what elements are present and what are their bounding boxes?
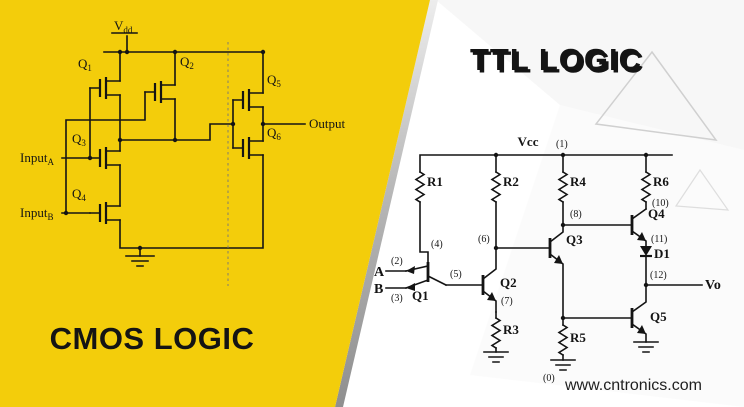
ground-symbol-r5 xyxy=(550,359,576,371)
ttl-wiring xyxy=(385,154,703,361)
mosfet-q6 xyxy=(232,137,264,159)
ttl-node-3: (3) xyxy=(391,293,403,304)
background-facets xyxy=(436,0,744,407)
vo-label: Vo xyxy=(705,278,721,293)
ttl-node-12: (12) xyxy=(650,270,667,281)
ttl-node-4: (4) xyxy=(431,239,443,250)
ttl-input-b-label: B xyxy=(374,282,383,297)
ttl-node-0: (0) xyxy=(543,373,555,384)
ttl-q2-label: Q2 xyxy=(500,275,517,290)
mosfet-q4 xyxy=(89,202,121,224)
cmos-junction-dots xyxy=(63,49,266,251)
cmos-q5-label: Q5 xyxy=(267,72,281,89)
cmos-q1-label: Q1 xyxy=(78,56,92,73)
ttl-node-8: (8) xyxy=(570,209,582,220)
r4-label: R4 xyxy=(570,174,586,189)
ttl-node-10: (10) xyxy=(652,198,669,209)
cmos-q2-label: Q2 xyxy=(180,54,194,71)
r3-label: R3 xyxy=(503,322,519,337)
mosfet-q5 xyxy=(232,89,264,111)
cmos-ground-symbol xyxy=(125,255,155,267)
watermark-text: www.cntronics.com xyxy=(564,377,702,394)
ttl-q5-label: Q5 xyxy=(650,309,667,324)
input-a-label: InputA xyxy=(20,150,54,167)
ttl-node-7: (7) xyxy=(501,296,513,307)
cmos-q4-label: Q4 xyxy=(72,186,86,203)
r6-label: R6 xyxy=(653,174,669,189)
ground-symbol-q5 xyxy=(633,341,659,353)
triangle-outline-small xyxy=(674,168,730,211)
ttl-title-shadow: TTL LOGIC xyxy=(473,45,645,80)
ttl-node-6: (6) xyxy=(478,234,490,245)
r5-label: R5 xyxy=(570,330,586,345)
ttl-input-a-label: A xyxy=(374,265,385,280)
triangle-outline-large xyxy=(594,50,718,141)
bjt-q1 xyxy=(404,262,448,291)
ttl-q4-label: Q4 xyxy=(648,206,665,221)
mosfet-q2 xyxy=(144,81,176,103)
ttl-node-11: (11) xyxy=(651,234,667,245)
cmos-q6-label: Q6 xyxy=(267,125,281,142)
cmos-q3-label: Q3 xyxy=(72,131,86,148)
mosfet-q1 xyxy=(89,77,121,99)
ttl-node-5: (5) xyxy=(450,269,462,280)
r1-label: R1 xyxy=(427,174,443,189)
bjt-q2 xyxy=(481,247,497,313)
bjt-q4 xyxy=(630,207,648,247)
ttl-q1-label: Q1 xyxy=(412,288,429,303)
ttl-node-2: (2) xyxy=(391,256,403,267)
output-label: Output xyxy=(309,116,346,131)
bjt-q3 xyxy=(548,224,564,319)
cmos-circuit: Vdd Q1 Q2 Q3 Q4 Q5 Q6 InputA InputB Outp… xyxy=(20,18,346,286)
input-b-label: InputB xyxy=(20,205,53,222)
diagonal-divider-band xyxy=(335,0,438,407)
ttl-title: TTL LOGIC xyxy=(470,42,642,77)
bjt-q5 xyxy=(630,284,647,343)
d1-label: D1 xyxy=(654,246,670,261)
ttl-junction-dots xyxy=(493,152,649,321)
diode-d1 xyxy=(640,246,652,258)
ttl-q3-label: Q3 xyxy=(566,232,583,247)
r2-label: R2 xyxy=(503,174,519,189)
vdd-label: Vdd xyxy=(114,18,133,35)
cmos-yellow-panel xyxy=(0,0,430,407)
cmos-title: CMOS LOGIC xyxy=(50,321,255,356)
ttl-circuit: Vcc Vo A B R1 R2 R4 R6 R3 R5 Q1 Q2 Q3 Q4… xyxy=(374,134,721,384)
ground-symbol-r3 xyxy=(483,351,509,363)
vcc-label: Vcc xyxy=(518,134,539,149)
ttl-node-1: (1) xyxy=(556,139,568,150)
